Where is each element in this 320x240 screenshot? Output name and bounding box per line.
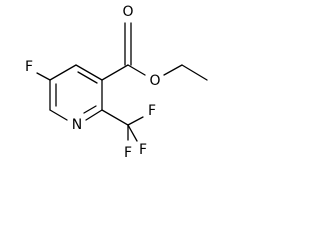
bond-c2-n1: [85, 109, 103, 121]
atom-label-carbonyl-oxygen: O: [122, 4, 133, 20]
bond-ccf3-fb: [127, 124, 138, 142]
atom-label-cf3-fluorine-c: F: [124, 145, 132, 161]
bond-c4-c3-inner: [77, 71, 98, 84]
bonds: [36, 22, 208, 142]
atom-labels: N O O F F F F: [25, 4, 161, 161]
bond-ccf3-fa: [127, 116, 144, 126]
atom-label-ring-fluorine: F: [25, 59, 33, 75]
atom-label-ester-oxygen: O: [149, 73, 160, 89]
bond-n1-c6: [49, 109, 68, 121]
bond-c4-c3: [75, 64, 103, 81]
bond-ch2-ch3: [181, 64, 208, 81]
atom-label-nitrogen: N: [72, 117, 82, 133]
structure-diagram: N O O F F F F: [25, 4, 208, 161]
atom-label-cf3-fluorine-a: F: [148, 103, 156, 119]
bond-c5-f: [36, 72, 51, 81]
bond-c2-n1-inner: [83, 105, 97, 114]
bond-oester-ch2: [163, 64, 183, 76]
bond-c3-ccarbonyl: [101, 64, 129, 81]
bond-ccarbonyl-oester: [127, 64, 146, 76]
atom-label-cf3-fluorine-b: F: [139, 142, 147, 158]
bond-c5-c4: [49, 64, 77, 81]
bond-c2-ccf3: [101, 109, 129, 126]
